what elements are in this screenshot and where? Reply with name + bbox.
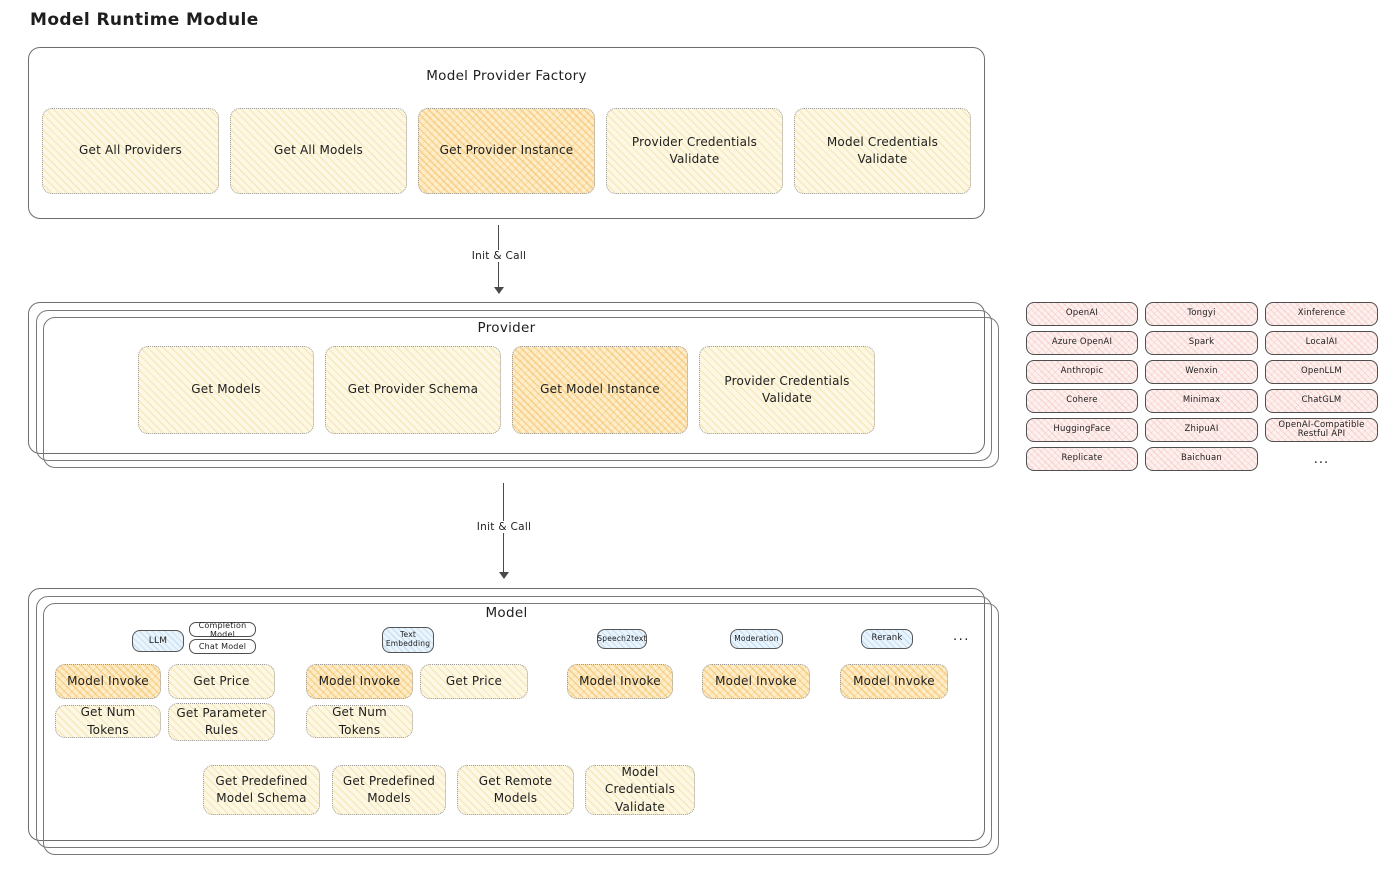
factory-node-provider-credentials-validate: Provider Credentials Validate — [606, 108, 783, 194]
factory-title: Model Provider Factory — [426, 68, 587, 84]
moderation-model-invoke: Model Invoke — [702, 664, 810, 699]
model-get-predefined-models: Get Predefined Models — [332, 765, 446, 815]
init-call-label-1: Init & Call — [466, 250, 532, 262]
model-section: Model LLM Completion Model Chat Model Te… — [28, 588, 999, 855]
factory-node-get-all-models: Get All Models — [230, 108, 407, 194]
model-get-predefined-model-schema: Get Predefined Model Schema — [203, 765, 320, 815]
page-title: Model Runtime Module — [30, 10, 259, 30]
provider-nodes-row: Get Models Get Provider Schema Get Model… — [29, 346, 984, 434]
embedding-model-invoke: Model Invoke — [306, 664, 413, 699]
provider-chip-openllm: OpenLLM — [1265, 360, 1378, 384]
provider-section: Provider Get Models Get Provider Schema … — [28, 302, 999, 468]
provider-node-provider-credentials-validate: Provider Credentials Validate — [699, 346, 875, 434]
factory-section: Model Provider Factory Get All Providers… — [28, 47, 985, 219]
tag-completion-model: Completion Model — [189, 621, 256, 639]
provider-chip-openai-compatible: OpenAI-Compatible Restful API — [1265, 418, 1378, 442]
rerank-model-invoke: Model Invoke — [840, 664, 948, 699]
model-title: Model — [485, 605, 528, 621]
tag-rerank: Rerank — [861, 629, 913, 649]
provider-chip-replicate: Replicate — [1026, 447, 1138, 471]
tag-moderation: Moderation — [730, 629, 783, 649]
llm-model-invoke: Model Invoke — [55, 664, 161, 699]
provider-chip-baichuan: Baichuan — [1145, 447, 1258, 471]
factory-node-get-all-providers: Get All Providers — [42, 108, 219, 194]
llm-get-price: Get Price — [168, 664, 275, 699]
provider-chip-huggingface: HuggingFace — [1026, 418, 1138, 442]
provider-node-get-models: Get Models — [138, 346, 314, 434]
provider-chip-wenxin: Wenxin — [1145, 360, 1258, 384]
provider-chip-anthropic: Anthropic — [1026, 360, 1138, 384]
provider-node-get-provider-schema: Get Provider Schema — [325, 346, 501, 434]
provider-chip-cohere: Cohere — [1026, 389, 1138, 413]
provider-chip-spark: Spark — [1145, 331, 1258, 355]
init-call-label-2: Init & Call — [471, 521, 537, 533]
provider-node-get-model-instance: Get Model Instance — [512, 346, 688, 434]
model-tags-ellipsis: ... — [953, 629, 970, 644]
vendor-grid: OpenAI Azure OpenAI Anthropic Cohere Hug… — [1026, 302, 1378, 471]
provider-chip-zhipuai: ZhipuAI — [1145, 418, 1258, 442]
provider-chip-minimax: Minimax — [1145, 389, 1258, 413]
model-get-remote-models: Get Remote Models — [457, 765, 574, 815]
embedding-get-num-tokens: Get Num Tokens — [306, 705, 413, 738]
factory-nodes-row: Get All Providers Get All Models Get Pro… — [29, 108, 984, 194]
provider-chip-localai: LocalAI — [1265, 331, 1378, 355]
factory-node-get-provider-instance: Get Provider Instance — [418, 108, 595, 194]
llm-get-num-tokens: Get Num Tokens — [55, 705, 161, 738]
llm-get-parameter-rules: Get Parameter Rules — [168, 703, 275, 741]
provider-chip-chatglm: ChatGLM — [1265, 389, 1378, 413]
factory-node-model-credentials-validate: Model Credentials Validate — [794, 108, 971, 194]
provider-title: Provider — [477, 320, 536, 336]
provider-chip-xinference: Xinference — [1265, 302, 1378, 326]
provider-chip-openai: OpenAI — [1026, 302, 1138, 326]
embedding-get-price: Get Price — [420, 664, 528, 699]
tag-text-embedding: Text Embedding — [382, 627, 434, 653]
vendor-ellipsis: ... — [1313, 451, 1330, 467]
provider-chip-azure-openai: Azure OpenAI — [1026, 331, 1138, 355]
tag-speech2text: Speech2text — [597, 629, 647, 649]
provider-chip-tongyi: Tongyi — [1145, 302, 1258, 326]
model-credentials-validate: Model Credentials Validate — [585, 765, 695, 815]
tag-chat-model: Chat Model — [189, 639, 256, 654]
speech2text-model-invoke: Model Invoke — [567, 664, 673, 699]
tag-llm: LLM — [132, 630, 184, 652]
